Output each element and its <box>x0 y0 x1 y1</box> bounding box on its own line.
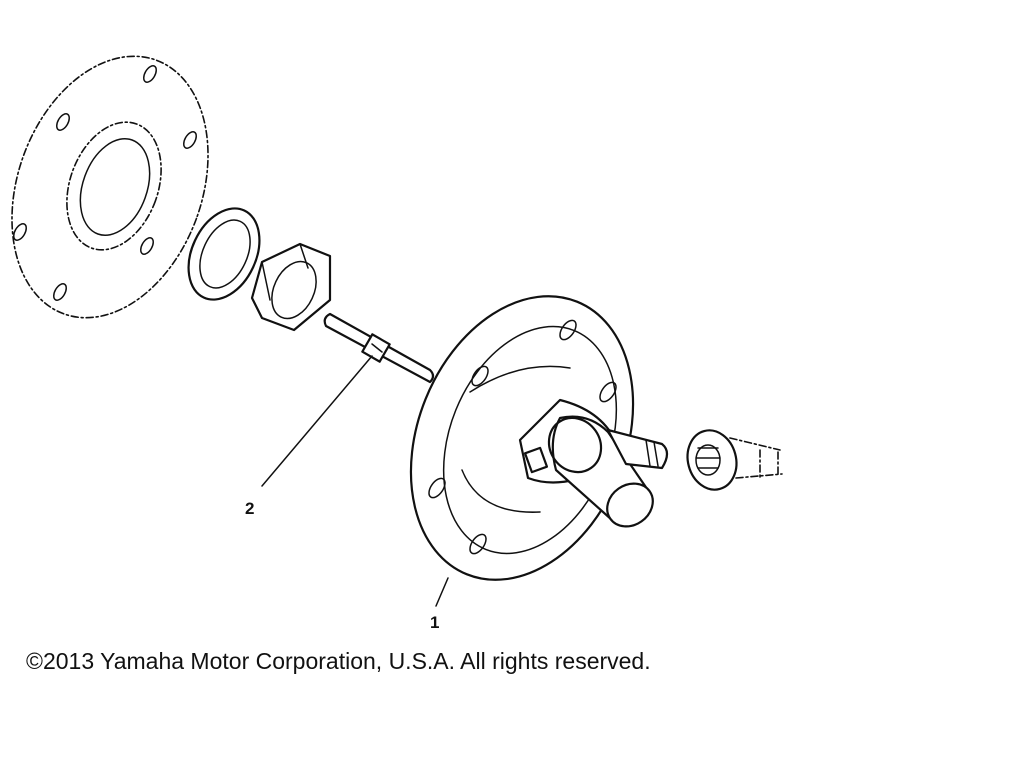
callout-leader-1 <box>435 577 449 607</box>
washer <box>187 207 261 301</box>
hex-nut <box>250 242 332 332</box>
hub-assembly <box>409 295 669 581</box>
pin <box>323 312 435 384</box>
flange-plate <box>11 55 209 319</box>
callout-number-2: 2 <box>245 499 254 518</box>
shaft-end <box>686 429 783 491</box>
callout-number-1: 1 <box>430 613 439 632</box>
callout-leader-2 <box>261 355 373 487</box>
copyright-notice: ©2013 Yamaha Motor Corporation, U.S.A. A… <box>26 648 651 674</box>
